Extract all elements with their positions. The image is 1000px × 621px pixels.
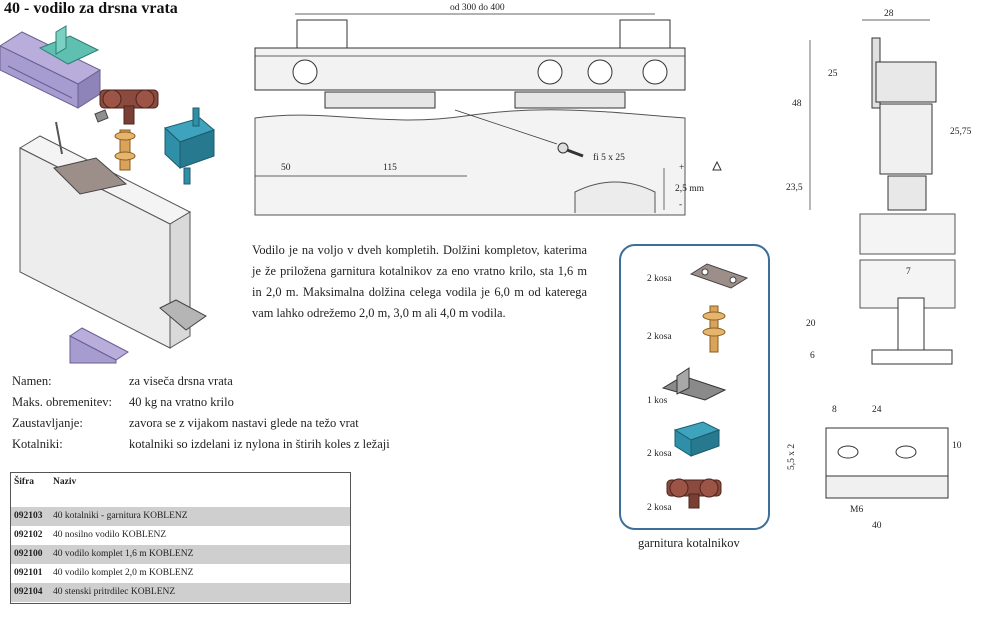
- dim-40: 40: [872, 521, 882, 531]
- table-row[interactable]: 092101 40 vodilo komplet 2,0 m KOBLENZ: [11, 564, 350, 583]
- stop-bracket-icon: [661, 367, 727, 401]
- dim-28: 28: [884, 9, 894, 19]
- table-row[interactable]: 092100 40 vodilo komplet 1,6 m KOBLENZ: [11, 545, 350, 564]
- spec-value: kotalniki so izdelani iz nylona in štiri…: [129, 437, 390, 451]
- stopper-block-icon: [673, 421, 721, 457]
- stopper-block: [164, 107, 215, 185]
- table-row[interactable]: 092104 40 stenski pritrdilec KOBLENZ: [11, 583, 350, 602]
- row-name: 40 kotalniki - garnitura KOBLENZ: [53, 511, 188, 521]
- row-code: 092102: [14, 530, 43, 540]
- kit-qty: 2 kosa: [647, 503, 672, 513]
- row-name: 40 vodilo komplet 2,0 m KOBLENZ: [53, 568, 194, 578]
- adjust-label: 2,5 mm: [675, 184, 705, 194]
- dim-2575: 25,75: [950, 127, 972, 137]
- hanger-plate-icon: [689, 263, 749, 289]
- spec-value: za viseča drsna vrata: [129, 374, 233, 388]
- kit-qty: 1 kos: [647, 396, 668, 406]
- wall-bracket-profile: [69, 327, 129, 364]
- dim-8: 8: [832, 405, 837, 415]
- kit-qty: 2 kosa: [647, 274, 672, 284]
- dim-M6: M6: [850, 505, 863, 515]
- adjust-minus: -: [679, 200, 682, 210]
- adjusting-screw: [114, 129, 136, 171]
- teal-plate: [38, 25, 100, 65]
- kit-qty: 2 kosa: [647, 332, 672, 342]
- dim-10: 10: [952, 441, 962, 451]
- header-code: Šifra: [14, 477, 35, 487]
- adjusting-screw-icon: [702, 305, 726, 353]
- dim-25: 25: [828, 69, 838, 79]
- spec-key: Kotalniki:: [12, 437, 63, 451]
- door-panel: [18, 121, 207, 349]
- dim-115: 115: [383, 163, 397, 173]
- row-name: 40 stenski pritrdilec KOBLENZ: [53, 587, 176, 597]
- row-code: 092100: [14, 549, 43, 559]
- roller-carriage-icon: [666, 478, 722, 509]
- dim-48: 48: [792, 99, 802, 109]
- row-code: 092104: [14, 587, 43, 597]
- spec-key: Namen:: [12, 374, 52, 388]
- table-header: Šifra Naziv: [11, 473, 350, 507]
- dim-55x2: 5,5 x 2: [787, 444, 797, 470]
- dim-top-range: od 300 do 400: [450, 3, 505, 13]
- page-title: 40 - vodilo za drsna vrata: [4, 0, 178, 17]
- dim-50: 50: [281, 163, 291, 173]
- dim-7: 7: [906, 267, 911, 277]
- kit-qty: 2 kosa: [647, 449, 672, 459]
- roller-kit-panel: 2 kosa 2 kosa 1 kos 2 kosa 2 kosa: [619, 244, 770, 530]
- cross-section-drawing: 28 25 48 25,75 23,5 7 20 6 8 24 10 5,5 x…: [786, 9, 972, 531]
- dim-6: 6: [810, 351, 815, 361]
- roller-carriage: [94, 89, 159, 125]
- screw-label: fi 5 x 25: [593, 152, 625, 163]
- row-code: 092103: [14, 511, 43, 521]
- spec-key: Zaustavljanje:: [12, 416, 83, 430]
- dim-235: 23,5: [786, 183, 803, 193]
- adjust-plus: +: [679, 163, 684, 173]
- spec-key: Maks. obremenitev:: [12, 395, 112, 409]
- kit-caption: garnitura kotalnikov: [638, 536, 740, 550]
- header-name: Naziv: [53, 477, 77, 487]
- table-row[interactable]: 092103 40 kotalniki - garnitura KOBLENZ: [11, 507, 350, 526]
- row-code: 092101: [14, 568, 43, 578]
- table-row[interactable]: 092102 40 nosilno vodilo KOBLENZ: [11, 526, 350, 545]
- spec-value: zavora se z vijakom nastavi glede na tež…: [129, 416, 359, 430]
- description-paragraph: Vodilo je na voljo v dveh kompletih. Dol…: [252, 243, 587, 320]
- product-table: Šifra Naziv 092103 40 kotalniki - garnit…: [10, 472, 351, 604]
- row-name: 40 nosilno vodilo KOBLENZ: [53, 530, 167, 540]
- track-section-drawing: od 300 do 400 50 115 fi 5 x 25 + 2,5 mm …: [254, 3, 722, 216]
- dim-24: 24: [872, 405, 882, 415]
- dim-20: 20: [806, 319, 816, 329]
- row-name: 40 vodilo komplet 1,6 m KOBLENZ: [53, 549, 194, 559]
- spec-value: 40 kg na vratno krilo: [129, 395, 234, 409]
- exploded-assembly-illustration: [0, 25, 215, 364]
